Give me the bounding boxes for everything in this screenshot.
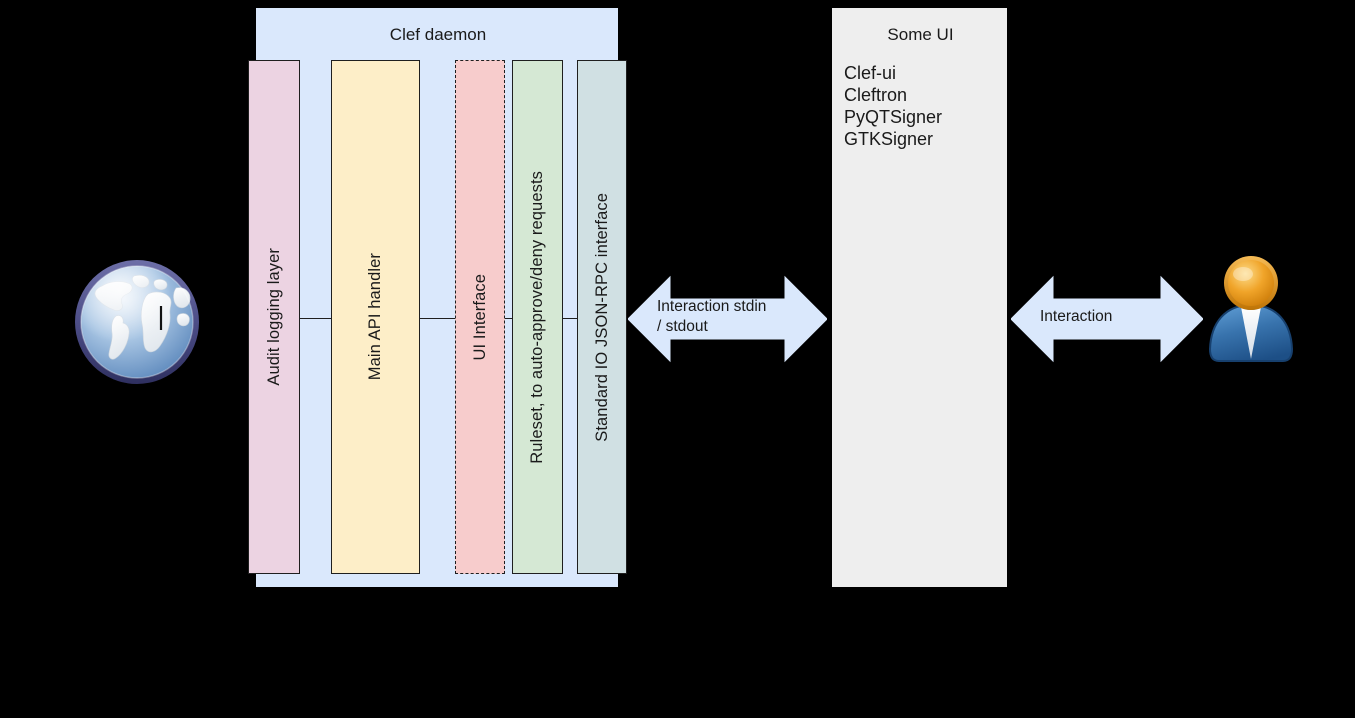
column-standard-io-jsonrpc[interactable]: Standard IO JSON-RPC interface: [577, 60, 627, 574]
column-main-api-handler[interactable]: Main API handler: [331, 60, 420, 574]
column-standard-io-jsonrpc-label: Standard IO JSON-RPC interface: [592, 192, 611, 442]
column-main-api-handler-label: Main API handler: [366, 253, 384, 381]
column-audit-logging-layer-label: Audit logging layer: [264, 248, 283, 386]
user-person-icon: [1205, 253, 1297, 367]
column-ruleset[interactable]: Ruleset, to auto-approve/deny requests: [512, 60, 563, 574]
some-ui-panel: Some UI Clef-ui Cleftron PyQTSigner GTKS…: [832, 8, 1007, 587]
column-ruleset-label: Ruleset, to auto-approve/deny requests: [528, 170, 546, 464]
column-ui-interface[interactable]: UI Interface: [455, 60, 505, 574]
column-ui-interface-label: UI Interface: [470, 273, 489, 361]
globe-internet-icon: [72, 254, 202, 390]
list-item: Clef-ui: [844, 63, 897, 83]
list-item: Cleftron: [844, 85, 908, 105]
column-audit-logging-layer[interactable]: Audit logging layer: [248, 60, 300, 574]
list-item: GTKSigner: [844, 129, 934, 149]
list-item: PyQTSigner: [844, 107, 943, 127]
stdio-arrow-label: Interaction stdin / stdout: [657, 298, 767, 335]
some-ui-list: Clef-ui Cleftron PyQTSigner GTKSigner: [844, 62, 1008, 150]
some-ui-title: Some UI: [887, 25, 954, 44]
connector-ruleset-to-stdio: [561, 318, 578, 319]
clef-daemon-title: Clef daemon: [389, 25, 487, 44]
connector-audit-to-api: [298, 318, 331, 319]
stdio-double-arrow: [628, 275, 827, 363]
user-double-arrow: [1011, 275, 1203, 363]
connector-api-to-ui-interface: [418, 318, 456, 319]
clef-daemon-container: Clef daemon: [256, 8, 618, 587]
user-arrow-label: Interaction: [1040, 308, 1113, 325]
connector-ui-interface-to-ruleset: [503, 318, 513, 319]
